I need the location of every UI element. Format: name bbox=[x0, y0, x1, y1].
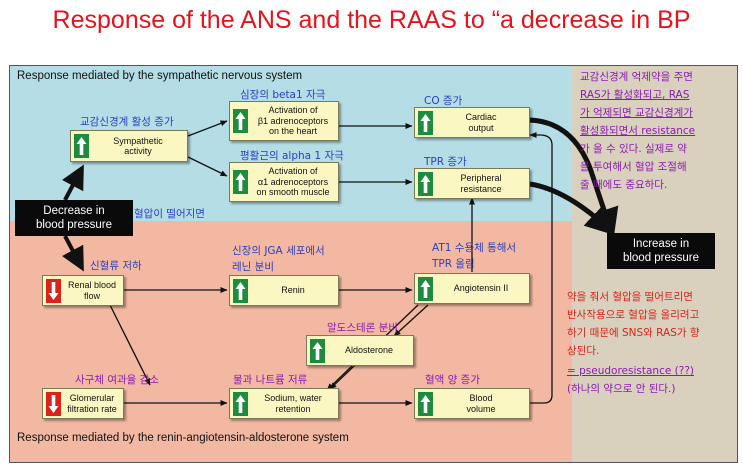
sodium-water-retention-box: Sodium, water retention bbox=[229, 388, 339, 419]
annotation-renal-flow-drop: 신혈류 저하 bbox=[90, 260, 142, 272]
up-arrow-icon bbox=[233, 166, 248, 198]
diagram-title: Response of the ANS and the RAAS to “a d… bbox=[52, 6, 691, 34]
note-bottom-line4: 상된다. bbox=[567, 345, 600, 357]
up-arrow-icon bbox=[74, 134, 89, 158]
note-top-line5: 가 올 수 있다. 실제로 약 bbox=[580, 143, 687, 155]
sodium-water-retention-label: Sodium, water retention bbox=[264, 393, 322, 414]
gfr-box: Glomerular filtration rate bbox=[42, 388, 124, 419]
aldosterone-label: Aldosterone bbox=[344, 345, 394, 356]
blood-volume-label: Blood volume bbox=[466, 393, 496, 414]
note-top-line7: 줄 때에도 중요하다. bbox=[580, 179, 668, 191]
note-top-line3: 가 억제되면 교감신경계가 bbox=[580, 107, 693, 119]
up-arrow-icon bbox=[418, 110, 433, 135]
up-arrow-icon bbox=[310, 338, 325, 363]
annotation-blood-volume-increase: 혈액 양 증가 bbox=[425, 374, 480, 386]
annotation-bp-drop: 혈압이 떨어지면 bbox=[134, 208, 205, 220]
gfr-label: Glomerular filtration rate bbox=[67, 393, 117, 414]
note-top-line1: 교감신경계 억제약을 주면 bbox=[580, 71, 693, 83]
renal-blood-flow-box: Renal blood flow bbox=[42, 275, 124, 306]
decrease-in-blood-pressure: Decrease in blood pressure bbox=[15, 200, 133, 236]
renin-box: Renin bbox=[229, 275, 339, 306]
increase-in-blood-pressure: Increase in blood pressure bbox=[607, 233, 715, 269]
up-arrow-icon bbox=[418, 171, 433, 196]
note-bottom-line1: 약을 줘서 혈압을 떨어트리면 bbox=[567, 291, 693, 303]
up-arrow-icon bbox=[233, 278, 248, 303]
annotation-gfr-drop: 사구체 여과율 감소 bbox=[75, 374, 159, 386]
blood-volume-box: Blood volume bbox=[414, 388, 530, 419]
aldosterone-box: Aldosterone bbox=[306, 335, 414, 366]
annotation-sympathetic-increase: 교감신경계 활성 증가 bbox=[80, 116, 174, 128]
note-top-line2: RAS가 활성화되고, RAS bbox=[580, 89, 690, 101]
beta1-activation-label: Activation of β1 adrenoceptors on the he… bbox=[257, 105, 329, 137]
alpha1-activation-box: Activation of α1 adrenoceptors on smooth… bbox=[229, 162, 339, 202]
annotation-co-increase: CO 증가 bbox=[424, 95, 463, 107]
annotation-jga-line2: 레닌 분비 bbox=[232, 261, 274, 273]
note-bottom-line3: 하기 때문에 SNS와 RAS가 향 bbox=[567, 327, 700, 339]
beta1-activation-box: Activation of β1 adrenoceptors on the he… bbox=[229, 101, 339, 141]
peripheral-resistance-label: Peripheral resistance bbox=[460, 173, 502, 194]
raas-region-label: Response mediated by the renin-angiotens… bbox=[17, 432, 349, 444]
annotation-jga-line1: 신장의 JGA 세포에서 bbox=[232, 245, 325, 257]
renal-blood-flow-label: Renal blood flow bbox=[67, 280, 117, 301]
cardiac-output-box: Cardiac output bbox=[414, 107, 530, 138]
angiotensin-label: Angiotensin II bbox=[453, 283, 509, 294]
peripheral-resistance-box: Peripheral resistance bbox=[414, 168, 530, 199]
sympathetic-region-label: Response mediated by the sympathetic ner… bbox=[17, 70, 303, 82]
annotation-beta1: 심장의 beta1 자극 bbox=[240, 89, 326, 101]
note-top-line4: 활성화되면서 resistance bbox=[580, 125, 696, 137]
annotation-at1-line2: TPR 올림 bbox=[432, 258, 475, 270]
note-bottom-line2: 반사작용으로 혈압을 올리려고 bbox=[567, 309, 700, 321]
cardiac-output-label: Cardiac output bbox=[465, 112, 497, 133]
annotation-salt-water-retention: 물과 나트륨 저류 bbox=[233, 374, 308, 386]
renin-label: Renin bbox=[281, 285, 305, 296]
alpha1-activation-label: Activation of α1 adrenoceptors on smooth… bbox=[256, 166, 330, 198]
note-top-line6: 을 투여해서 혈압 조절해 bbox=[580, 161, 687, 173]
up-arrow-icon bbox=[233, 105, 248, 137]
down-arrow-icon bbox=[46, 391, 61, 416]
annotation-at1-line1: AT1 수용체 통해서 bbox=[432, 242, 517, 254]
raas-region bbox=[10, 221, 572, 462]
sympathetic-activity-box: Sympathetic activity bbox=[70, 130, 188, 162]
note-bottom-line6: (하나의 약으로 안 된다.) bbox=[567, 383, 676, 395]
annotation-alpha1: 평활근의 alpha 1 자극 bbox=[240, 150, 344, 162]
annotation-tpr-increase: TPR 증가 bbox=[424, 156, 467, 168]
sympathetic-activity-label: Sympathetic activity bbox=[113, 135, 163, 157]
angiotensin-box: Angiotensin II bbox=[414, 273, 530, 304]
annotation-aldosterone-secretion: 알도스테론 분비 bbox=[327, 322, 398, 334]
note-bottom-line5: = pseudoresistance (??) bbox=[567, 365, 694, 377]
down-arrow-icon bbox=[46, 278, 61, 303]
up-arrow-icon bbox=[418, 276, 433, 301]
up-arrow-icon bbox=[233, 391, 248, 416]
up-arrow-icon bbox=[418, 391, 433, 416]
